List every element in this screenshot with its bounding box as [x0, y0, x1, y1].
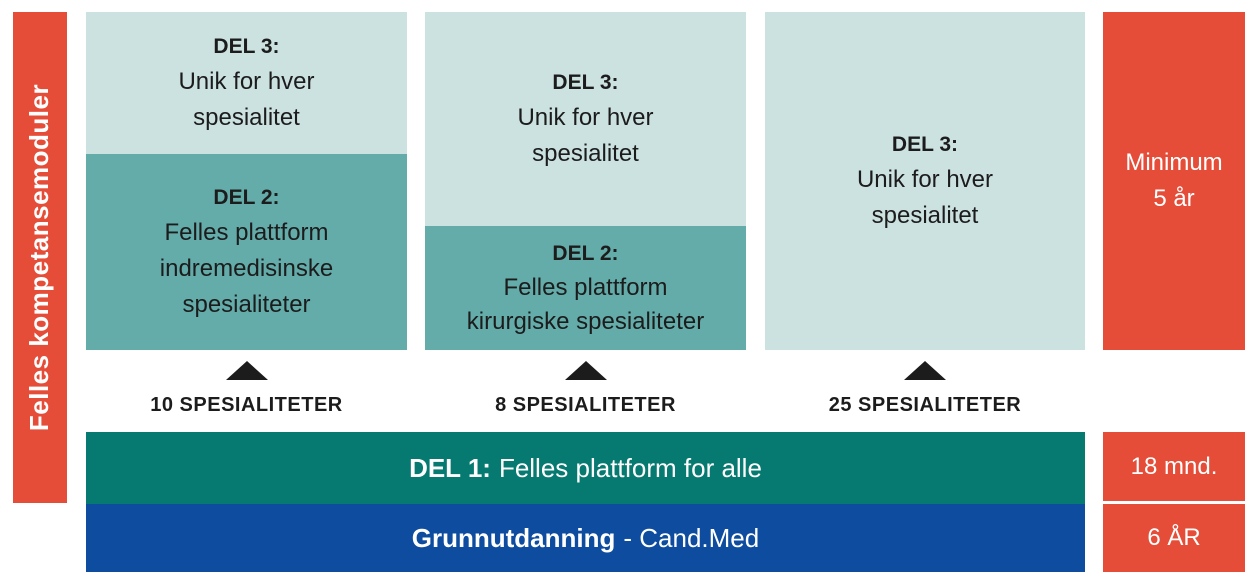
- del1-heading: DEL 1:: [409, 452, 491, 483]
- grunnutdanning-heading: Grunnutdanning: [411, 522, 616, 553]
- column2-del2-line: kirurgiske spesialiteter: [466, 308, 705, 335]
- column2-del3-box: DEL 3: Unik for hver spesialitet: [425, 12, 746, 226]
- column2-marker: 8 SPESIALITETER: [425, 361, 746, 417]
- column2-del3-heading: DEL 3:: [552, 71, 619, 94]
- minimum-5-ar-box: Minimum 5 år: [1103, 12, 1245, 350]
- column2-del2-line: Felles plattform: [503, 274, 668, 301]
- felles-kompetansemoduler-label: Felles kompetansemoduler: [24, 83, 55, 432]
- del1-bar: DEL 1: Felles plattform for alle: [86, 432, 1085, 504]
- arrow-up-icon: [904, 361, 946, 380]
- arrow-up-icon: [225, 361, 268, 380]
- minimum-line: 5 år: [1153, 185, 1195, 212]
- column1-del2-line: spesialiteter: [182, 291, 311, 318]
- grunnutdanning-body: - Cand.Med: [623, 522, 760, 553]
- column1-del2-box: DEL 2: Felles plattform indremedisinske …: [86, 154, 407, 350]
- column3-del3-box: DEL 3: Unik for hver spesialitet: [765, 12, 1085, 350]
- felles-kompetansemoduler-bar: Felles kompetansemoduler: [13, 12, 67, 503]
- arrow-up-icon: [564, 361, 607, 380]
- column3-del3-line: Unik for hver: [856, 166, 994, 193]
- del1-duration-label: 18 mnd.: [1130, 452, 1218, 480]
- column1-del3-line: Unik for hver: [178, 68, 315, 95]
- column1-marker: 10 SPESIALITETER: [86, 361, 407, 417]
- grunnutdanning-duration-box: 6 ÅR: [1103, 504, 1245, 572]
- column1-del2-heading: DEL 2:: [213, 186, 280, 209]
- column1-del3-line: spesialitet: [193, 104, 300, 131]
- column2-del2-box: DEL 2: Felles plattform kirurgiske spesi…: [425, 226, 746, 350]
- column2-count-label: 8 SPESIALITETER: [495, 394, 676, 416]
- column1-count-label: 10 SPESIALITETER: [150, 394, 343, 416]
- column3-count-label: 25 SPESIALITETER: [828, 394, 1022, 416]
- column3-del3-line: spesialitet: [871, 202, 979, 229]
- del1-body: Felles plattform for alle: [498, 452, 762, 483]
- column3-del3-heading: DEL 3:: [891, 133, 959, 156]
- column2-del2-heading: DEL 2:: [552, 242, 619, 265]
- grunnutdanning-bar: Grunnutdanning - Cand.Med: [86, 504, 1085, 572]
- column1-del2-line: Felles plattform: [164, 219, 329, 246]
- column1-del3-heading: DEL 3:: [213, 35, 280, 58]
- column2-del3-line: spesialitet: [532, 140, 639, 167]
- minimum-line: Minimum: [1125, 149, 1223, 176]
- column3-marker: 25 SPESIALITETER: [765, 361, 1085, 417]
- del1-duration-box: 18 mnd.: [1103, 432, 1245, 501]
- column1-del2-line: indremedisinske: [159, 255, 334, 282]
- column2-del3-line: Unik for hver: [517, 104, 654, 131]
- grunnutdanning-duration-label: 6 ÅR: [1147, 524, 1201, 551]
- column1-del3-box: DEL 3: Unik for hver spesialitet: [86, 12, 407, 154]
